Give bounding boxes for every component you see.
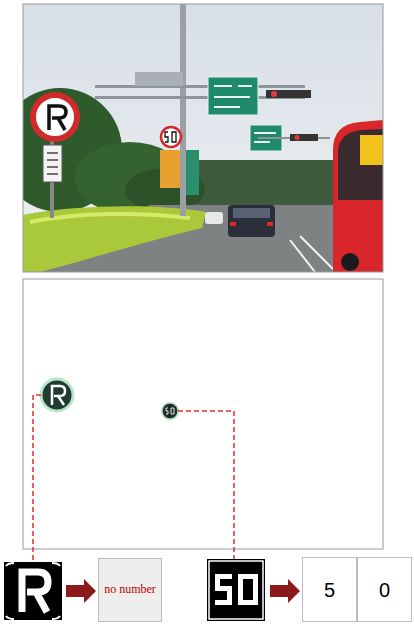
bus-wheel	[341, 253, 359, 271]
binarized-symbol	[22, 572, 48, 612]
orange-sign	[160, 150, 180, 188]
no-u-turn-sign	[33, 95, 77, 139]
street-photo	[23, 4, 383, 272]
block-arrow	[270, 579, 300, 603]
leader-line	[178, 411, 234, 584]
digit-box: 5	[302, 557, 357, 622]
sub-sign	[43, 145, 62, 182]
car	[228, 205, 275, 237]
binarized-ring	[6, 563, 60, 619]
vertical-sign	[186, 150, 199, 195]
lane-line	[300, 236, 336, 272]
gantry-beam	[95, 85, 305, 88]
direction-sign	[208, 77, 258, 115]
detection-panel	[23, 279, 383, 549]
result-box: no number	[98, 558, 162, 622]
block-arrow	[66, 579, 96, 603]
photo-frame	[23, 4, 383, 272]
digit-hole	[243, 579, 253, 600]
sign-marks	[214, 86, 252, 107]
sub-sign-marks	[47, 153, 58, 174]
gantry-sign	[135, 72, 183, 86]
detected-sign	[162, 403, 178, 419]
digit-stroke	[238, 574, 258, 605]
speed-limit-sign	[161, 127, 181, 147]
bus-stripe	[360, 135, 383, 165]
bus-window	[338, 129, 383, 200]
tail-light	[230, 222, 236, 226]
detected-sign	[41, 379, 73, 411]
node-label: 5	[324, 579, 335, 601]
pole	[180, 4, 186, 216]
no-u-turn-symbol	[49, 106, 66, 130]
tail-light	[267, 222, 273, 226]
binarized-digits	[207, 559, 265, 621]
detected-digits	[166, 408, 174, 414]
digit-box: 0	[357, 557, 412, 622]
node-label: no number	[104, 583, 156, 596]
red-light	[295, 135, 300, 140]
background-trees	[195, 160, 335, 208]
detected-symbol	[52, 386, 65, 405]
lane-line	[290, 240, 315, 272]
road	[23, 205, 383, 272]
binarized-ring	[209, 561, 263, 619]
traffic-light	[290, 134, 318, 141]
car	[205, 212, 223, 224]
speed-limit-digits	[165, 132, 176, 142]
node-label: 0	[379, 579, 390, 601]
red-light	[271, 91, 277, 97]
digit-stroke	[215, 600, 232, 605]
traffic-light	[266, 90, 311, 98]
binarized-sign	[4, 562, 62, 620]
leader-line	[33, 395, 41, 584]
bus	[333, 120, 383, 272]
car-window	[233, 208, 270, 218]
